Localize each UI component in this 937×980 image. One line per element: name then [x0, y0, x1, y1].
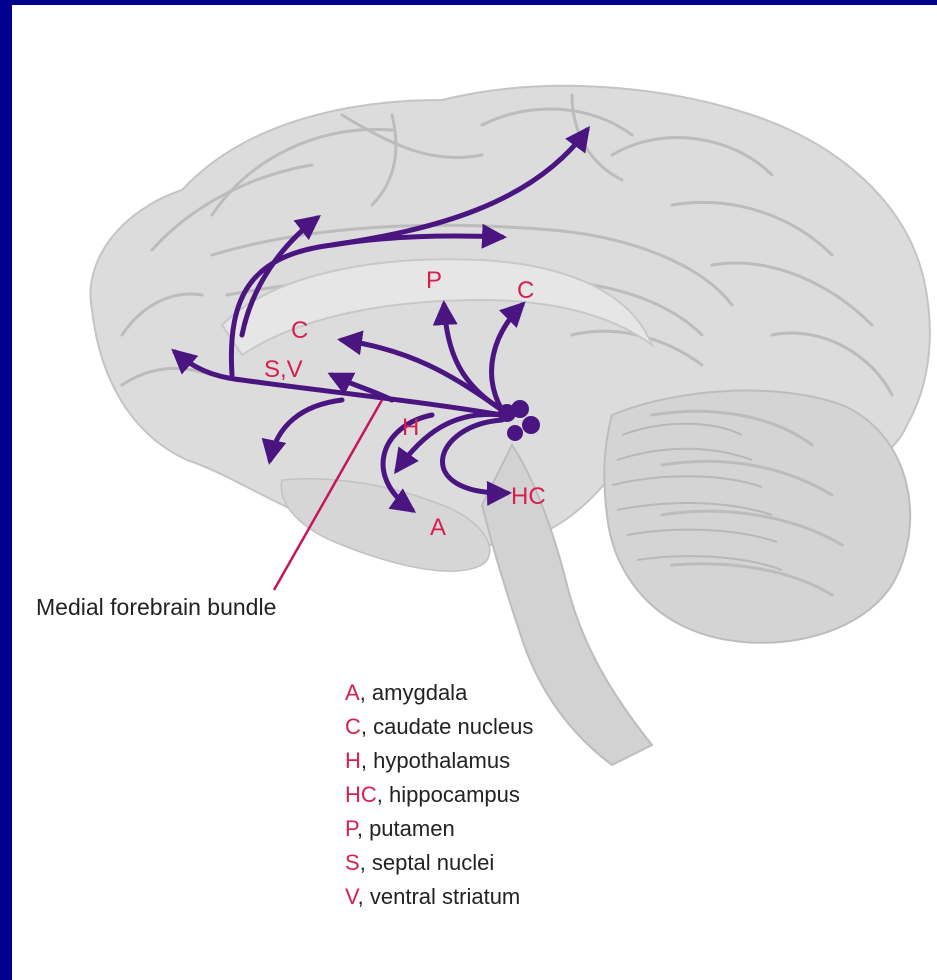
label-HC: HC: [511, 483, 546, 510]
legend-item-caudate: C, caudate nucleus: [345, 714, 533, 739]
legend-item-ventral-striatum: V, ventral striatum: [345, 884, 520, 909]
label-C-upper: C: [517, 277, 534, 304]
label-H: H: [402, 414, 419, 441]
legend-item-putamen: P, putamen: [345, 816, 455, 841]
legend-item-hippocampus: HC, hippocampus: [345, 782, 520, 807]
legend-item-amygdala: A, amygdala: [345, 680, 468, 705]
label-A: A: [430, 514, 446, 541]
label-C-mid: C: [291, 317, 308, 344]
legend: A, amygdala C, caudate nucleus H, hypoth…: [345, 680, 533, 909]
brain-diagram: P C C S,V H HC A Medial forebrain bundle…: [12, 5, 937, 980]
label-SV: S,V: [264, 356, 303, 383]
legend-item-hypothalamus: H, hypothalamus: [345, 748, 510, 773]
brain-illustration: [90, 86, 929, 765]
label-P: P: [426, 267, 442, 294]
callout-label: Medial forebrain bundle: [36, 594, 276, 620]
legend-item-septal: S, septal nuclei: [345, 850, 494, 875]
figure-panel: P C C S,V H HC A Medial forebrain bundle…: [12, 5, 937, 980]
